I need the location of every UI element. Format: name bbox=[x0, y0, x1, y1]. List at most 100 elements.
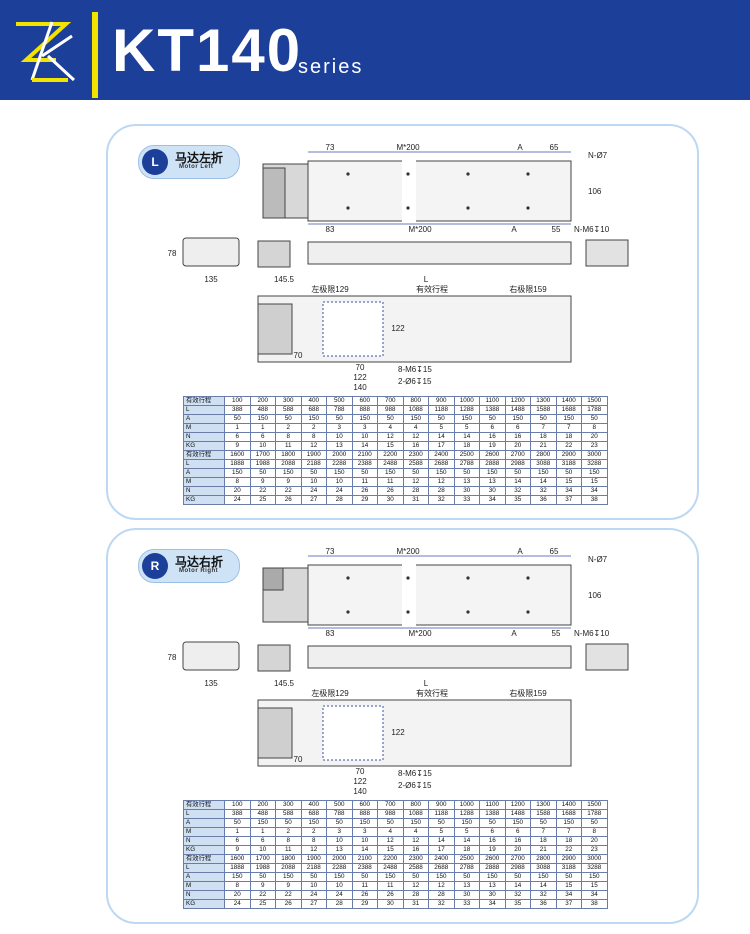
table-cell: 24 bbox=[300, 486, 327, 496]
table-cell: 34 bbox=[555, 890, 582, 900]
table-cell: 7 bbox=[555, 827, 582, 837]
table-cell: 1200 bbox=[504, 800, 531, 810]
end-cap-view bbox=[585, 239, 629, 267]
table-cell: 2388 bbox=[351, 863, 378, 873]
table-cell: 1588 bbox=[530, 809, 557, 819]
dim-145-5: 145.5 bbox=[274, 275, 295, 284]
hole-icon bbox=[406, 172, 410, 176]
motor-cap bbox=[262, 567, 284, 591]
table-cell: 1188 bbox=[428, 405, 455, 415]
table-cell: 30 bbox=[479, 486, 506, 496]
table-cell: 1800 bbox=[275, 854, 302, 864]
table-cell: 50 bbox=[479, 414, 506, 424]
table-cell: 2088 bbox=[275, 863, 302, 873]
table-cell: 2000 bbox=[326, 854, 353, 864]
table-cell: 150 bbox=[530, 872, 557, 882]
side-motor bbox=[257, 240, 291, 268]
table-cell: 1688 bbox=[555, 405, 582, 415]
table-cell: 3188 bbox=[555, 863, 582, 873]
table-cell: 1100 bbox=[479, 396, 506, 406]
table-cell: 12 bbox=[377, 836, 404, 846]
table-cell: 150 bbox=[555, 414, 582, 424]
table-cell: 11 bbox=[377, 477, 404, 487]
table-cell: 6 bbox=[224, 432, 251, 442]
table-cell: 788 bbox=[326, 405, 353, 415]
end-view bbox=[182, 641, 240, 671]
table-cell: 32 bbox=[428, 899, 455, 909]
dim-2-pin: 2-Ø6↧15 bbox=[398, 781, 432, 790]
table-cell: 8 bbox=[581, 423, 608, 433]
dim-n-hole: N-Ø7 bbox=[588, 151, 608, 160]
dim-106: 106 bbox=[588, 591, 602, 600]
table-cell: 2300 bbox=[402, 854, 429, 864]
table-cell: 4 bbox=[377, 827, 404, 837]
table-cell: 26 bbox=[377, 486, 404, 496]
table-cell: 4 bbox=[402, 827, 429, 837]
table-cell: 12 bbox=[402, 477, 429, 487]
table-cell: 16 bbox=[479, 836, 506, 846]
table-cell: 150 bbox=[249, 818, 276, 828]
row-label: L bbox=[183, 459, 225, 469]
dim-m200-bottom: M*200 bbox=[408, 225, 432, 234]
table-cell: 150 bbox=[504, 818, 531, 828]
table-cell: 26 bbox=[351, 486, 378, 496]
table-cell: 2788 bbox=[453, 459, 480, 469]
table-cell: 588 bbox=[275, 405, 302, 415]
table-cell: 50 bbox=[377, 414, 404, 424]
table-cell: 2400 bbox=[428, 450, 455, 460]
table-cell: 150 bbox=[453, 818, 480, 828]
table-cell: 34 bbox=[479, 899, 506, 909]
table-cell: 400 bbox=[300, 800, 327, 810]
dim-8-m6: 8-M6↧15 bbox=[398, 365, 432, 374]
row-label: M bbox=[183, 827, 225, 837]
table-cell: 10 bbox=[249, 845, 276, 855]
table-cell: 29 bbox=[351, 495, 378, 505]
table-cell: 33 bbox=[453, 899, 480, 909]
table-cell: 1888 bbox=[224, 863, 251, 873]
table-cell: 24 bbox=[300, 890, 327, 900]
table-cell: 27 bbox=[300, 899, 327, 909]
table-cell: 2288 bbox=[326, 459, 353, 469]
table-cell: 150 bbox=[300, 414, 327, 424]
table-cell: 150 bbox=[351, 818, 378, 828]
table-cell: 16 bbox=[402, 845, 429, 855]
table-cell: 23 bbox=[581, 441, 608, 451]
dim-65: 65 bbox=[550, 143, 559, 152]
table-cell: 26 bbox=[377, 890, 404, 900]
table-cell: 31 bbox=[402, 899, 429, 909]
table-cell: 50 bbox=[326, 818, 353, 828]
row-label: L bbox=[183, 863, 225, 873]
table-cell: 3288 bbox=[581, 863, 608, 873]
table-cell: 4 bbox=[377, 423, 404, 433]
table-cell: 3 bbox=[326, 827, 353, 837]
dim-70: 70 bbox=[294, 755, 303, 764]
page-header: KT140 series bbox=[0, 0, 750, 100]
table-cell: 14 bbox=[530, 881, 557, 891]
table-cell: 50 bbox=[351, 872, 378, 882]
row-label: 有效行程 bbox=[183, 450, 225, 460]
header-divider bbox=[92, 12, 98, 98]
dim-83: 83 bbox=[326, 629, 335, 638]
dim-a-top: A bbox=[517, 143, 523, 152]
dim-145-5: 145.5 bbox=[274, 679, 295, 688]
table-cell: 900 bbox=[428, 396, 455, 406]
table-cell: 1300 bbox=[530, 800, 557, 810]
table-cell: 3000 bbox=[581, 450, 608, 460]
table-cell: 37 bbox=[555, 495, 582, 505]
table-cell: 50 bbox=[402, 872, 429, 882]
table-cell: 5 bbox=[428, 827, 455, 837]
table-cell: 1788 bbox=[581, 405, 608, 415]
table-cell: 17 bbox=[428, 845, 455, 855]
table-cell: 150 bbox=[249, 414, 276, 424]
table-cell: 2088 bbox=[275, 459, 302, 469]
table-cell: 12 bbox=[402, 881, 429, 891]
table-cell: 50 bbox=[300, 872, 327, 882]
table-cell: 6 bbox=[479, 423, 506, 433]
table-cell: 50 bbox=[275, 818, 302, 828]
